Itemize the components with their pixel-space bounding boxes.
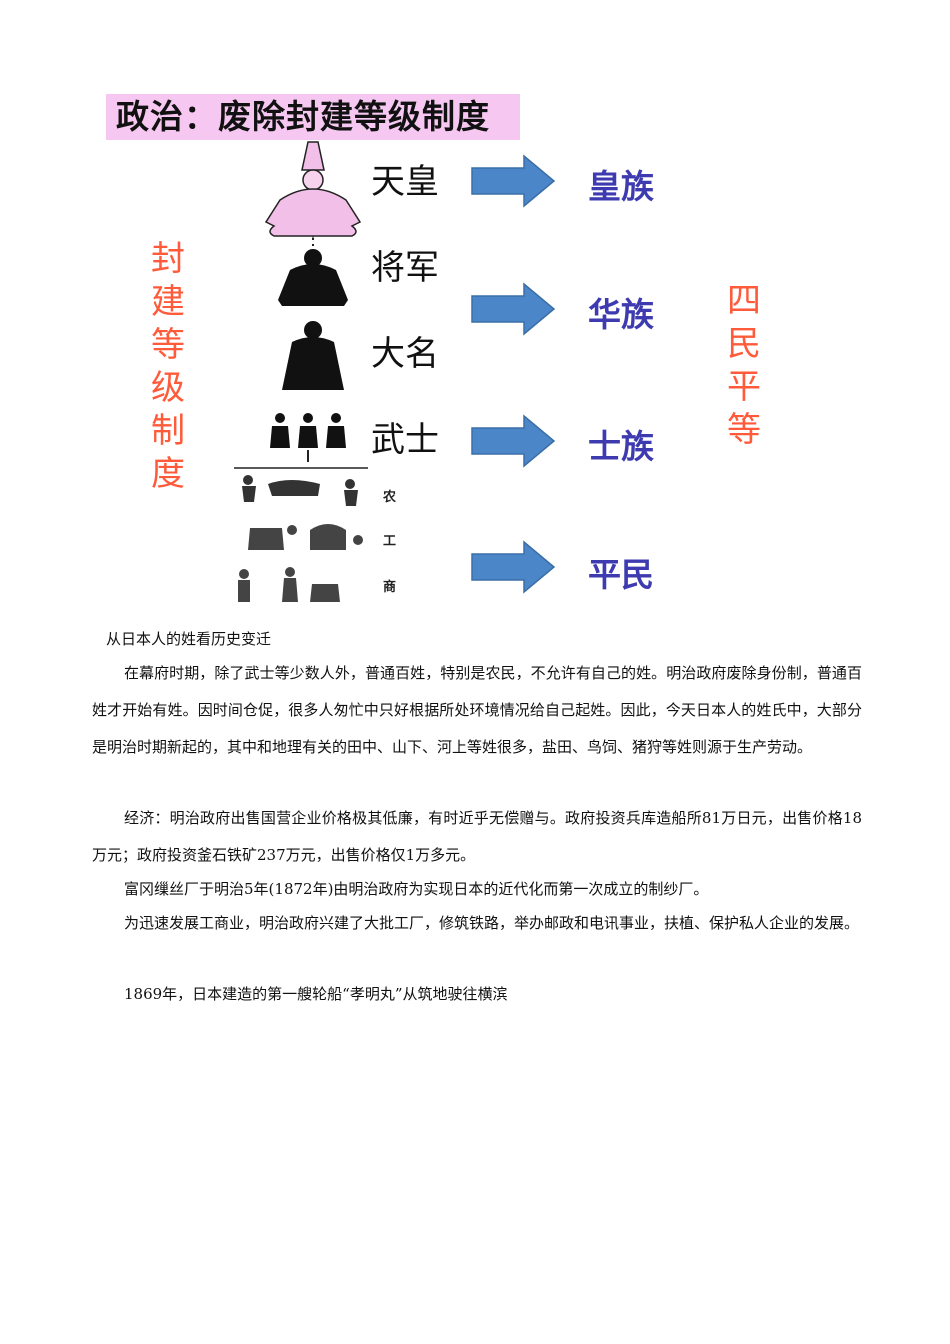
arrow-right-icon (471, 414, 556, 468)
social-ranks-illustration (234, 141, 368, 602)
new-class-imperial: 皇族 (588, 167, 654, 206)
feudal-system-text: 封建等级制度 (151, 239, 185, 494)
class-system-diagram: 政治：废除封建等级制度 封建等级制度 四民平等 (0, 0, 950, 620)
shogun-figure-icon (278, 249, 348, 306)
new-class-nobility: 华族 (588, 295, 654, 334)
arrow-right-icon (471, 540, 556, 594)
paragraph-economy: 经济：明治政府出售国营企业价格极其低廉，有时近乎无偿赠与。政府投资兵库造船所81… (92, 809, 862, 864)
emperor-figure-icon (264, 141, 362, 237)
four-classes-equal-label: 四民平等 (724, 280, 764, 452)
label-merchant: 商 (383, 580, 397, 595)
rank-samurai: 武士 (371, 420, 439, 460)
diagram-title: 政治：废除封建等级制度 (106, 94, 520, 140)
samurai-figures-icon (270, 413, 346, 448)
rank-shogun: 将军 (371, 248, 439, 288)
paragraph-industry: 为迅速发展工商业，明治政府兴建了大批工厂，修筑铁路，举办邮政和电讯事业，扶植、保… (124, 914, 860, 932)
new-class-samurai: 士族 (588, 427, 654, 466)
four-classes-equal-text: 四民平等 (727, 281, 761, 450)
arrow-right-icon (471, 154, 556, 208)
arrow-right-icon (471, 282, 556, 336)
new-class-commoner: 平民 (588, 555, 654, 594)
image-caption: 从日本人的姓看历史变迁 (106, 630, 272, 648)
paragraph-steamship: 1869年，日本建造的第一艘轮船“孝明丸”从筑地驶往横滨 (124, 985, 508, 1003)
feudal-system-label: 封建等级制度 (148, 238, 188, 496)
rank-emperor: 天皇 (371, 162, 439, 202)
paragraph-surnames: 在幕府时期，除了武士等少数人外，普通百姓，特别是农民，不允许有自己的姓。明治政府… (92, 664, 862, 756)
farmers-figures-icon (242, 475, 358, 506)
label-artisan: 工 (383, 534, 397, 549)
merchants-figures-icon (238, 567, 340, 602)
artisans-figures-icon (248, 524, 363, 550)
daimyo-figure-icon (282, 321, 344, 390)
paragraph-tomioka: 富冈缫丝厂于明治5年(1872年)由明治政府为实现日本的近代化而第一次成立的制纱… (124, 880, 709, 898)
rank-daimyo: 大名 (371, 334, 439, 374)
label-farmer: 农 (383, 490, 397, 505)
